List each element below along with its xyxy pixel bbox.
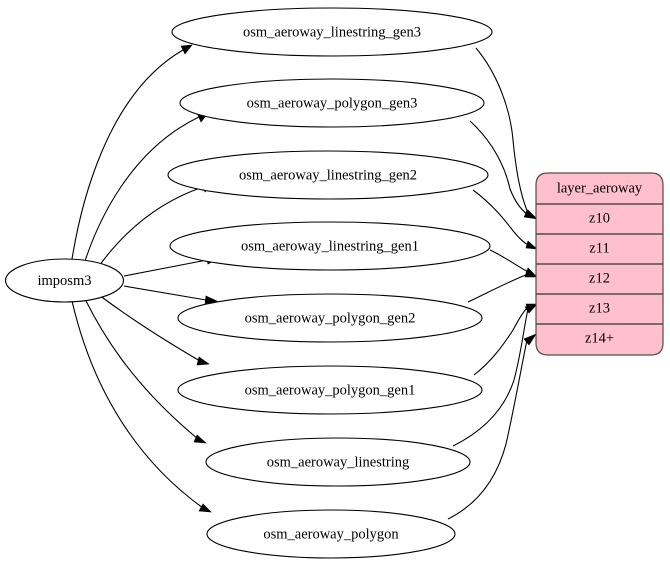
node-osm-aeroway-polygon-gen3[interactable]: osm_aeroway_polygon_gen3 xyxy=(179,78,485,128)
table-row-z11[interactable]: z11 xyxy=(589,240,609,256)
node-polygon-gen1-shape[interactable] xyxy=(177,365,483,415)
edge-polygon-gen2-to-z12 xyxy=(467,273,529,303)
node-polygon-shape[interactable] xyxy=(206,509,456,559)
edge-imposm3-to-polygon-gen1 xyxy=(98,294,201,362)
node-layer-aeroway-table[interactable]: layer_aeroway z10 z11 z12 z13 z14+ xyxy=(535,172,664,356)
node-osm-aeroway-polygon[interactable]: osm_aeroway_polygon xyxy=(206,509,456,559)
edge-linestring-to-z13 xyxy=(452,308,529,447)
node-polygon-gen1-label: osm_aeroway_polygon_gen1 xyxy=(245,382,416,398)
arrowhead-z14plus xyxy=(523,333,537,346)
edge-polygon-gen3-to-z10 xyxy=(469,120,528,215)
node-linestring-gen3-label: osm_aeroway_linestring_gen3 xyxy=(243,24,421,40)
node-linestring-gen1-label: osm_aeroway_linestring_gen1 xyxy=(241,238,419,254)
arrowhead-linestring-gen3 xyxy=(180,44,193,55)
node-linestring-gen1-shape[interactable] xyxy=(169,221,491,271)
edge-linestring-gen2-to-z11 xyxy=(472,189,529,246)
node-osm-aeroway-polygon-gen2[interactable]: osm_aeroway_polygon_gen2 xyxy=(177,293,483,343)
node-osm-aeroway-linestring[interactable]: osm_aeroway_linestring xyxy=(205,437,471,487)
node-linestring-label: osm_aeroway_linestring xyxy=(267,454,410,470)
arrowhead-z10-b xyxy=(523,209,538,220)
node-polygon-gen2-shape[interactable] xyxy=(177,293,483,343)
table-row-z12[interactable]: z12 xyxy=(589,270,610,286)
table-row-z13[interactable]: z13 xyxy=(589,300,610,316)
edge-imposm3-to-linestring-gen1 xyxy=(123,259,208,277)
node-polygon-gen3-label: osm_aeroway_polygon_gen3 xyxy=(247,95,418,111)
node-polygon-gen2-label: osm_aeroway_polygon_gen2 xyxy=(245,310,416,326)
node-imposm3-shape[interactable] xyxy=(4,258,125,303)
node-osm-aeroway-linestring-gen3[interactable]: osm_aeroway_linestring_gen3 xyxy=(171,7,493,57)
table-header-label: layer_aeroway xyxy=(557,180,643,196)
node-polygon-gen3-shape[interactable] xyxy=(179,78,485,128)
edge-linestring-gen3-to-z10 xyxy=(475,47,529,214)
edge-group-table xyxy=(447,47,538,520)
arrowhead-z12-b xyxy=(524,269,538,278)
edge-imposm3-to-linestring-gen3 xyxy=(71,49,184,260)
table-row-z14plus[interactable]: z14+ xyxy=(585,330,614,346)
node-osm-aeroway-linestring-gen2[interactable]: osm_aeroway_linestring_gen2 xyxy=(167,150,489,200)
arrowhead-polygon-gen1 xyxy=(196,356,210,366)
node-linestring-shape[interactable] xyxy=(205,437,471,487)
edge-imposm3-to-linestring xyxy=(84,298,199,440)
node-osm-aeroway-linestring-gen1[interactable]: osm_aeroway_linestring_gen1 xyxy=(169,221,491,271)
arrowhead-polygon xyxy=(198,503,212,513)
arrowhead-linestring xyxy=(193,434,207,444)
table-row-z10[interactable]: z10 xyxy=(589,210,610,226)
node-linestring-gen3-shape[interactable] xyxy=(171,7,493,57)
edge-imposm3-to-polygon-gen2 xyxy=(123,285,207,301)
node-imposm3-label: imposm3 xyxy=(38,273,92,289)
node-polygon-label: osm_aeroway_polygon xyxy=(263,526,399,542)
node-imposm3[interactable]: imposm3 xyxy=(4,258,125,303)
node-osm-aeroway-polygon-gen1[interactable]: osm_aeroway_polygon_gen1 xyxy=(177,365,483,415)
edge-polygon-gen1-to-z13 xyxy=(473,306,529,376)
arrowhead-z11 xyxy=(525,240,538,250)
edge-polygon-to-z14plus xyxy=(447,339,528,520)
arrowhead-z13-b xyxy=(524,303,538,314)
edge-imposm3-to-linestring-gen2 xyxy=(98,186,204,267)
node-linestring-gen2-label: osm_aeroway_linestring_gen2 xyxy=(239,167,417,183)
edge-linestring-gen1-to-z12 xyxy=(489,249,529,273)
edge-imposm3-to-polygon-gen3 xyxy=(84,116,200,262)
node-linestring-gen2-shape[interactable] xyxy=(167,150,489,200)
edge-imposm3-to-polygon xyxy=(71,300,204,509)
